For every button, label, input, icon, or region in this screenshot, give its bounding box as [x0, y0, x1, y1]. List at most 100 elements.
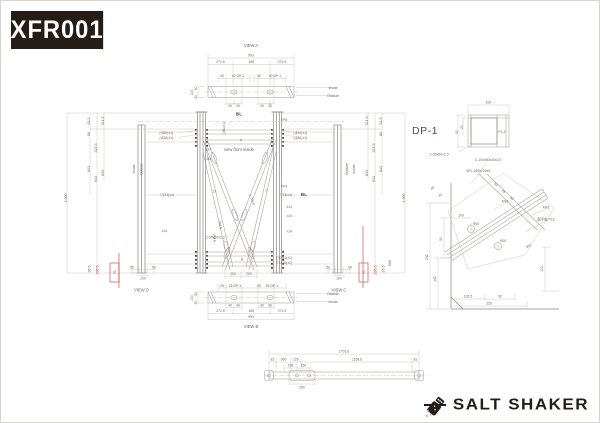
dim-label: 25 [220, 284, 224, 288]
dim-label-red: 295.5 [96, 266, 100, 275]
dim-label: 25 [268, 104, 272, 108]
dim-label: 271.5 [216, 60, 225, 64]
dim-label: 50 [439, 237, 443, 241]
member-label: C-50x50x2.3 [205, 236, 224, 240]
gusset-plate [447, 172, 555, 270]
dim-label: 40 [268, 303, 272, 307]
dim-label: 100 [190, 90, 194, 96]
dim-label: 80 [379, 132, 383, 136]
dim-label: 50 [326, 265, 330, 269]
dim-label: 450 [249, 309, 255, 313]
thickness-label: -t14 [286, 205, 292, 209]
level-label: ▽13(±1) [280, 193, 292, 197]
dim-label: 40 [236, 303, 240, 307]
dim-label: 40 DP-1 [232, 74, 245, 78]
dim-label: 50 [194, 87, 198, 91]
thickness-label-red: -t14 [286, 230, 292, 234]
dim-label: 35.5 [382, 266, 386, 273]
dim-label: 100 [190, 295, 194, 301]
dim-label-red: 295.5 [374, 266, 378, 275]
right-dim-stack [281, 112, 406, 274]
dim-label: 321.5 [101, 117, 105, 126]
bolt-label: M16 [502, 200, 509, 204]
dim-label: 1,900 [402, 194, 406, 203]
view-a-title: VIEW A [244, 43, 259, 48]
view-b-title: VIEW B [244, 324, 259, 329]
view-b: 25 25 DP-1 25 25 DP-1 Outside Inside 50 … [190, 284, 339, 329]
dim-label: 100 [486, 101, 492, 105]
dim-label: 25 DP-1 [266, 284, 279, 288]
thickness-label-red: -t14 [161, 229, 167, 233]
member-strip: 1701.6 81 300 120 1158.6 81 150 150 250 [264, 350, 427, 390]
rail-extensions [131, 121, 351, 274]
dim-label: 150 [288, 364, 294, 368]
dp1-detail: DP-1 100 PL-4 50 20 C-50x50x2.3 C-100x50… [412, 101, 510, 185]
level-label: △890(±1) [159, 131, 173, 135]
side-label: Outside [327, 292, 339, 296]
fp3-label: FP3 [281, 185, 287, 189]
left-dim-stack [66, 112, 198, 274]
diagonal-channel [444, 173, 549, 262]
dim-label: 100 [458, 214, 464, 218]
dim-label: 633 [94, 176, 98, 182]
x-bracing [202, 136, 277, 271]
thickness-label: -t14 [206, 148, 212, 152]
dim-label: 80 [87, 132, 91, 136]
dim-label: 302 [525, 243, 532, 249]
brand-logo: SALT SHAKER [423, 395, 589, 417]
dim-label: 25 [257, 284, 261, 288]
dim-label: 25 [260, 104, 264, 108]
dim-label: 81.5 [379, 118, 383, 125]
dim-label: 271.5 [278, 60, 287, 64]
view-a: VIEW A 993 271.5 450 271.5 40 40 DP-1 40… [190, 43, 339, 108]
dim-label: 40 [260, 303, 264, 307]
brace-length: 700.6 [217, 220, 223, 229]
dim-label: 993 [248, 315, 254, 319]
dim-label: 40 [228, 303, 232, 307]
dim-label: 250 [299, 386, 305, 390]
channel-outline [467, 114, 510, 148]
hole-label: Φ20 [500, 239, 507, 243]
bl-label: BL [301, 192, 307, 198]
brand-name: SALT SHAKER [452, 396, 589, 414]
gusset-detail: Φ20 Φ20 GPL-262x226x6 M16 M16 取手板 PL6 10… [425, 169, 559, 310]
splice-plate [288, 370, 316, 381]
dim-label: 102.5 [464, 295, 473, 299]
dim-label: 30 [509, 196, 515, 202]
drawing-number: XFR001 [10, 15, 104, 44]
dim-label: 81 [414, 358, 418, 362]
dim-label: 40 [430, 185, 435, 190]
dim-label: 1701.6 [339, 350, 349, 354]
brace-length: 1,701.6 [248, 194, 256, 206]
dim-label: 120 [293, 358, 299, 362]
highlight-box [358, 262, 369, 283]
plate-label: GPL-262x226x6 [466, 169, 491, 173]
dim-label: 40 [220, 74, 224, 78]
side-label: Inside [352, 164, 356, 173]
fp6-label: FP6 [281, 118, 287, 122]
boxed-dim: 70 [113, 271, 117, 275]
dim-label: 20 [460, 125, 464, 129]
dim-label: 41 [438, 192, 443, 197]
salt-shaker-icon [425, 396, 445, 417]
dim-label: 100 [140, 277, 146, 281]
dim-label: 142 [433, 276, 437, 282]
rails [205, 129, 274, 267]
node-label: B [241, 258, 244, 262]
dim-label: 300 [281, 358, 287, 362]
side-label: Outside [140, 163, 144, 175]
view-c-title: VIEW C [332, 288, 347, 293]
dim-label: 833 [101, 170, 105, 176]
dim-label: 450 [249, 60, 255, 64]
dim-label: 200 [230, 272, 236, 276]
dim-label: 633 [372, 176, 376, 182]
dim-label: 40 DP-1 [269, 74, 282, 78]
dim-label: 50 [130, 265, 134, 269]
dim-label: 271.5 [278, 309, 287, 313]
level-label: ▽131(±1) [160, 193, 174, 197]
dim-label: 50 [194, 301, 198, 305]
dim-label: 50 [455, 130, 459, 134]
bl-label: BL [236, 112, 242, 118]
